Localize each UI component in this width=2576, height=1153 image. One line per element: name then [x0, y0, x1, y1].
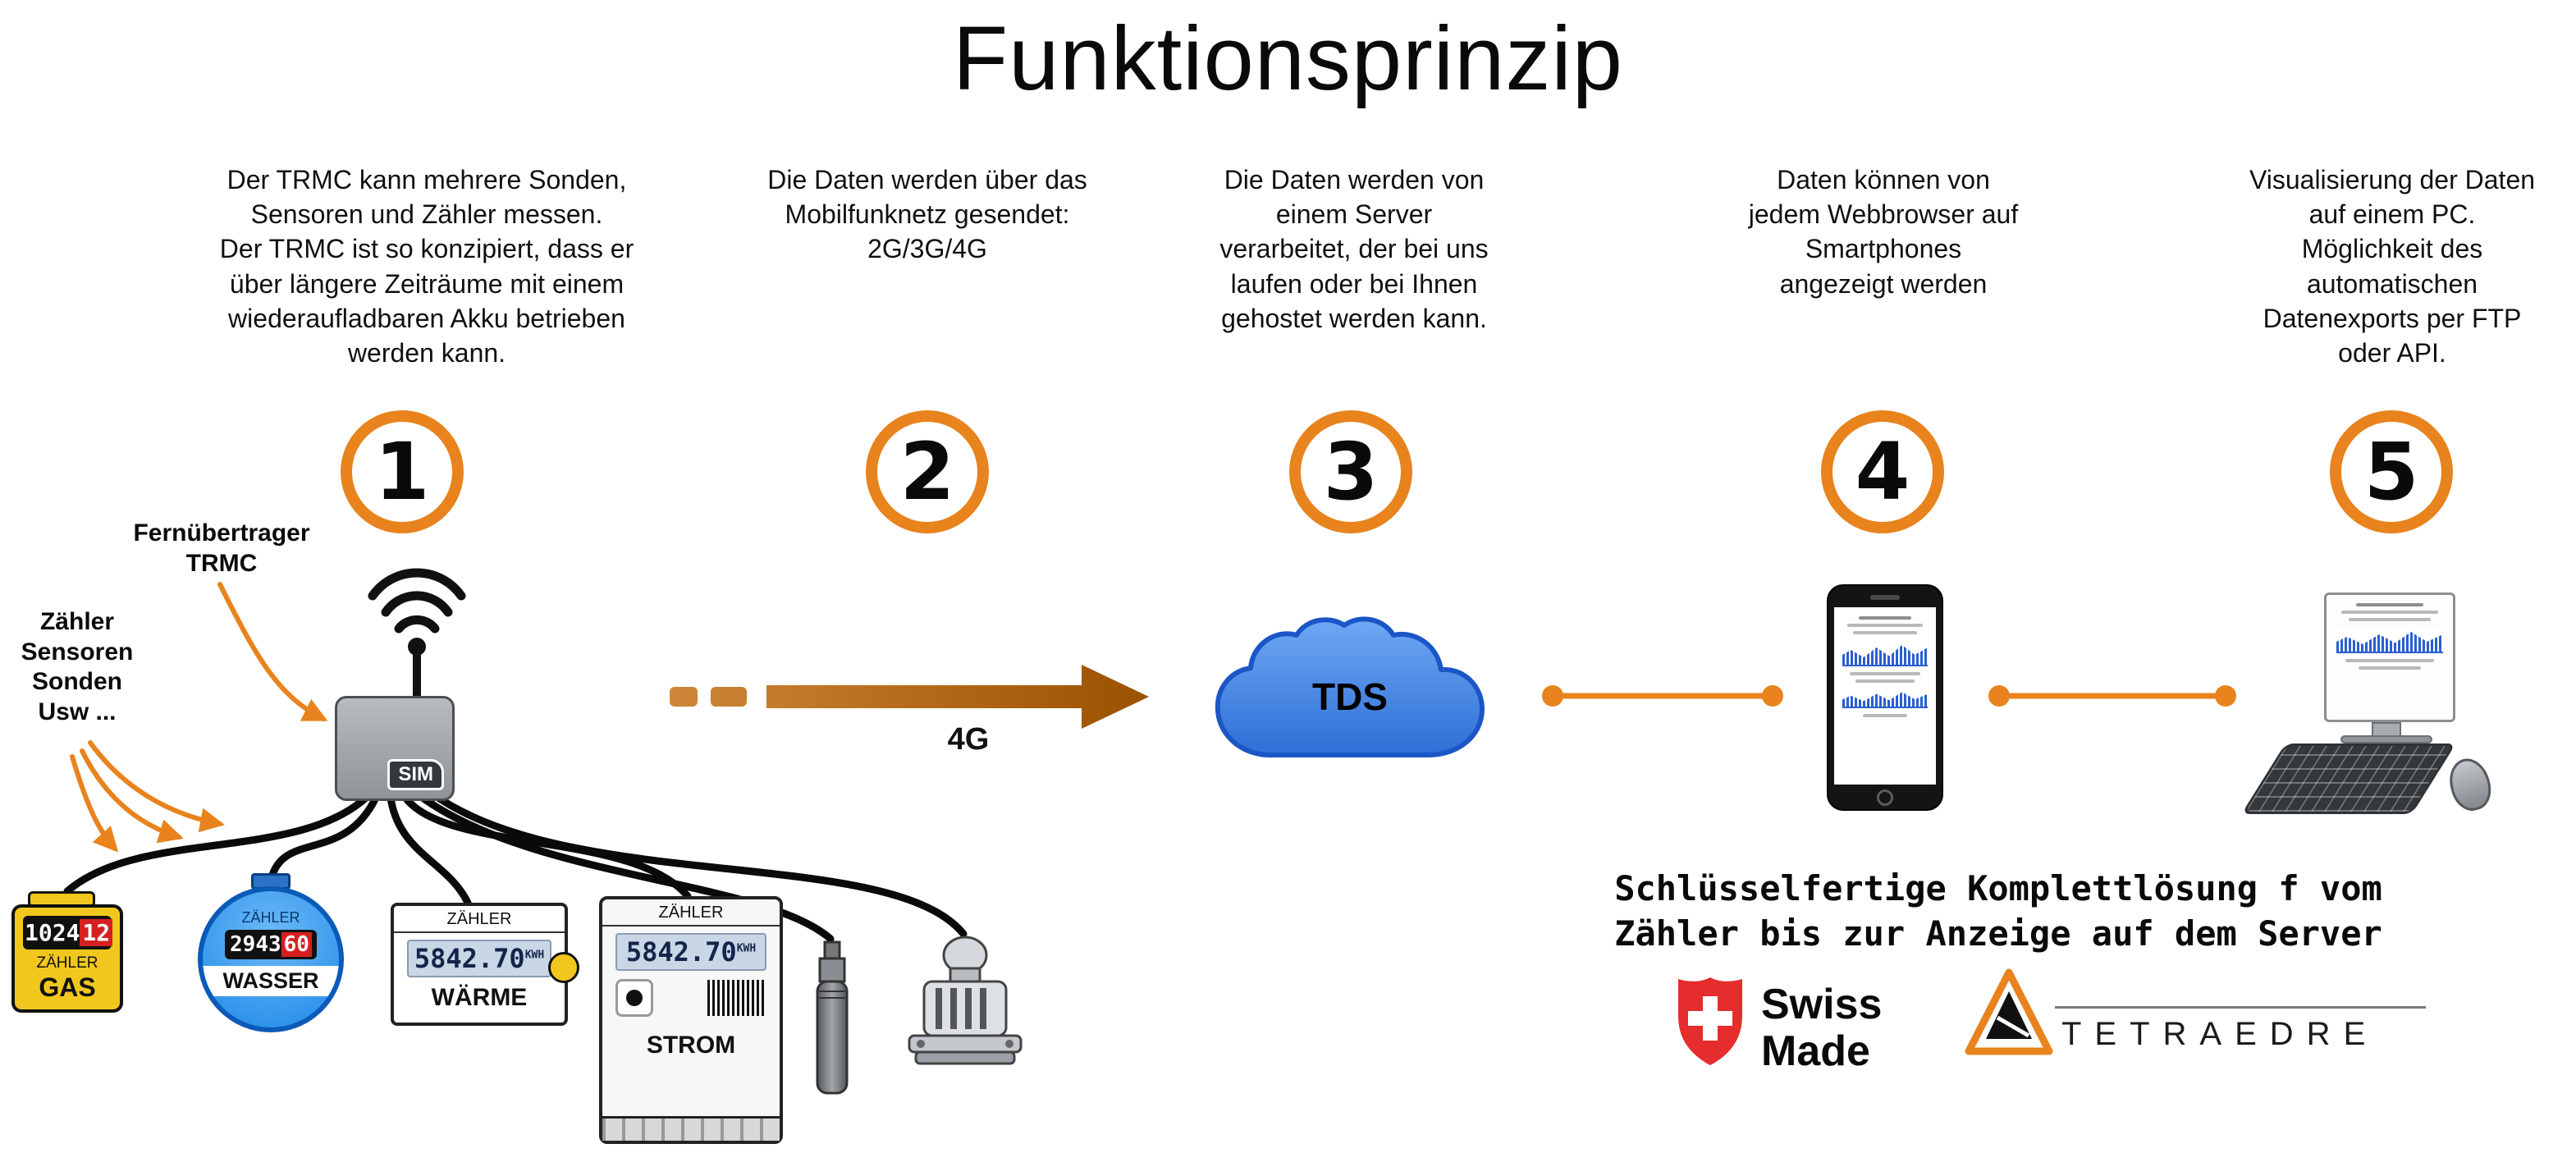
heat-meter-display: 5842.70KWH [407, 940, 551, 977]
gas-meter-name: GAS [39, 972, 96, 1002]
page-title: Funktionsprinzip [953, 8, 1623, 109]
phone-screen [1834, 607, 1936, 785]
tetraedre-triangle-icon [1963, 967, 2055, 1060]
phone-chart [1842, 640, 1928, 666]
electricity-meter-header: ZÄHLER [602, 899, 780, 927]
terminal-block [602, 1116, 780, 1141]
phone-speaker [1870, 595, 1900, 600]
wifi-icon [368, 568, 466, 699]
step3-description: Die Daten werden von einem Server verarb… [1219, 165, 1489, 333]
cloud-tds-label: TDS [1312, 675, 1388, 718]
heat-meter-knob [548, 952, 579, 983]
gas-digits-red: 12 [80, 919, 113, 946]
label-inputs: Zähler Sensoren Sonden Usw ... [21, 608, 134, 725]
pc-monitor [2324, 593, 2455, 722]
probe-sensor [812, 940, 852, 1098]
arrow-4g-label: 4G [947, 722, 990, 757]
gas-meter-subtitle: ZÄHLER [36, 954, 98, 972]
optical-port [615, 979, 653, 1017]
connector-phone-pc [1988, 685, 2236, 707]
step5-badge: 5 [2330, 410, 2453, 533]
water-digits-black: 2943 [230, 932, 281, 957]
smartphone [1827, 584, 1943, 811]
phone-chart-2 [1842, 689, 1928, 708]
step4-badge: 4 [1821, 410, 1944, 533]
heat-meter-name: WÄRME [431, 984, 528, 1011]
mouse [2444, 753, 2496, 816]
tetraedre-wordmark: TETRAEDRE [2061, 1016, 2379, 1052]
tagline: Schlüsselfertige Komplettlösung f vom Zä… [1614, 868, 2382, 954]
step1-description: Der TRMC kann mehrere Sonden, Sensoren u… [219, 165, 634, 368]
step2-description: Die Daten werden über das Mobilfunknetz … [767, 165, 1087, 264]
pc-chart [2336, 627, 2443, 653]
tetraedre-rule [2055, 1006, 2426, 1009]
gas-digits-black: 1024 [25, 919, 80, 946]
electricity-lcd-value: 5842.70 [625, 936, 737, 968]
transmission-arrow [670, 665, 1149, 729]
monitor-base [2340, 735, 2432, 744]
sim-card: SIM [387, 759, 444, 790]
water-meter-name: WASSER [203, 966, 339, 996]
step5-description: Visualisierung der Daten auf einem PC. M… [2249, 165, 2536, 368]
level-sensor [899, 932, 1031, 1075]
heat-meter-header: ZÄHLER [394, 906, 565, 933]
barcode [707, 980, 766, 1016]
heat-meter: ZÄHLER 5842.70KWH WÄRME [391, 903, 579, 1026]
water-digits-red: 60 [281, 932, 312, 957]
phone-home-button [1877, 789, 1893, 806]
swiss-shield-icon [1672, 973, 1748, 1070]
electricity-meter: ZÄHLER 5842.70KWH STROM [599, 896, 783, 1144]
step3-badge: 3 [1289, 410, 1412, 533]
water-meter-header: ZÄHLER [241, 909, 300, 926]
electricity-meter-display: 5842.70KWH [615, 933, 766, 971]
step4-description: Daten können von jedem Webbrowser auf Sm… [1748, 165, 2019, 299]
trmc-device: SIM [335, 696, 455, 801]
swiss-made-label: Swiss Made [1761, 981, 1883, 1076]
keyboard [2241, 744, 2456, 814]
connector-cloud-phone [1542, 685, 1783, 707]
electricity-lcd-unit: KWH [736, 942, 757, 955]
heat-lcd-unit: KWH [524, 949, 545, 962]
step1-badge: 1 [341, 410, 464, 533]
heat-lcd-value: 5842.70 [414, 943, 525, 974]
step2-badge: 2 [866, 410, 989, 533]
label-ferneubertrager-trmc: Fernübertrager TRMC [133, 519, 310, 577]
electricity-meter-name: STROM [646, 1032, 736, 1059]
